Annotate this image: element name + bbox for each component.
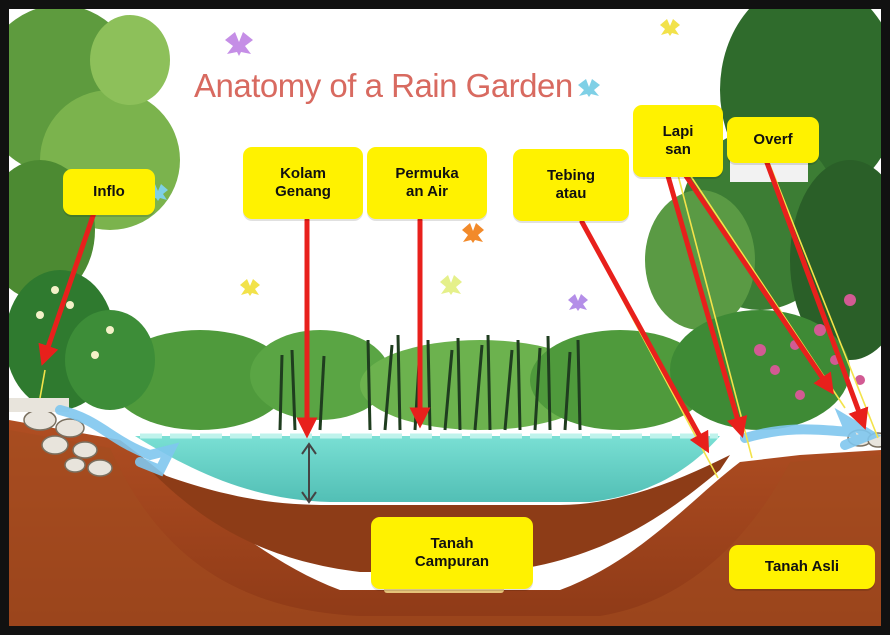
diagram-title: Anatomy of a Rain Garden	[194, 67, 573, 105]
ponding-water	[135, 436, 720, 502]
label-inflo: Inflo	[63, 169, 155, 215]
label-kolam-genang: Kolam Genang	[243, 147, 363, 219]
label-tanah-campuran: Tanah Campuran	[371, 517, 533, 589]
left-trees	[9, 9, 180, 300]
label-tanah-asli: Tanah Asli	[729, 545, 875, 589]
label-lapisan: Lapi san	[633, 105, 723, 177]
label-overf: Overf	[727, 117, 819, 163]
label-tebing-atau: Tebing atau	[513, 149, 629, 221]
label-permukaan-air: Permuka an Air	[367, 147, 487, 219]
